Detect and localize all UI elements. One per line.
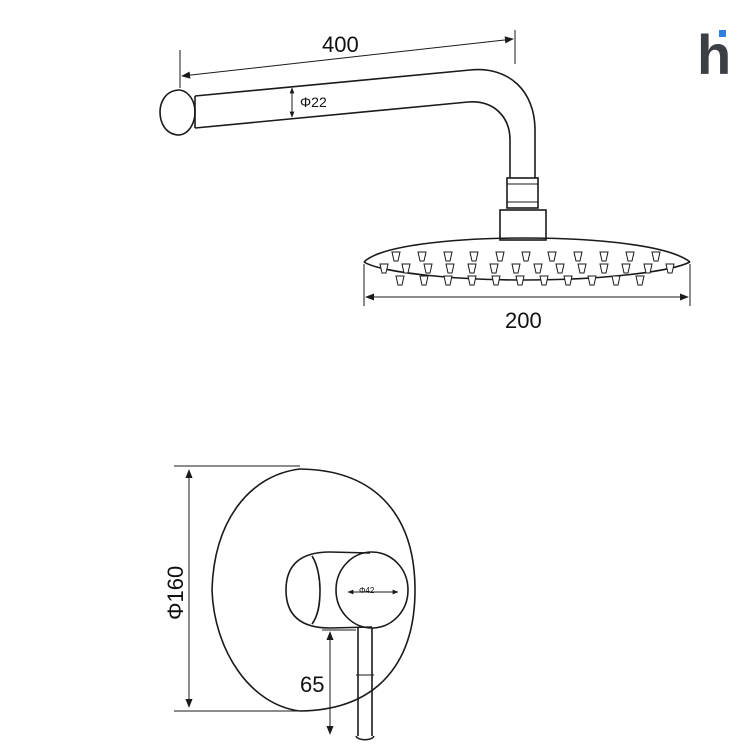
- nozzle: [379, 263, 389, 274]
- arm-diameter-dimension: Φ22: [289, 87, 327, 118]
- nozzle: [395, 275, 405, 286]
- arm-length-dimension: 400: [179, 30, 516, 88]
- head-width-label: 200: [505, 308, 542, 333]
- nozzle: [515, 275, 525, 286]
- nozzle: [635, 275, 645, 286]
- nozzle: [533, 263, 543, 274]
- plate-edge-right: [299, 468, 416, 712]
- nozzle: [665, 263, 675, 274]
- plate-diameter-dimension: Φ160: [163, 465, 300, 712]
- logo-letter: h: [697, 23, 731, 86]
- nozzle: [443, 251, 453, 262]
- nozzle: [467, 263, 477, 274]
- arm-bottom-edge: [194, 101, 511, 178]
- nozzle: [625, 251, 635, 262]
- nozzle: [555, 263, 565, 274]
- nozzle-array: [379, 251, 675, 286]
- arm-length-label: 400: [322, 32, 359, 57]
- plate-diameter-label: Φ160: [163, 566, 188, 620]
- nozzle: [643, 263, 653, 274]
- handle-body-outline: [285, 551, 331, 629]
- nozzle: [467, 275, 477, 286]
- nozzle: [521, 251, 531, 262]
- nozzle: [563, 275, 573, 286]
- nozzle: [573, 251, 583, 262]
- nozzle: [419, 275, 429, 286]
- plate-edge-left: [211, 468, 301, 712]
- nozzle: [391, 251, 401, 262]
- nozzle: [417, 251, 427, 262]
- nozzle: [469, 251, 479, 262]
- wall-flange-inner: [179, 89, 196, 136]
- head-top-edge: [363, 237, 691, 263]
- nozzle: [547, 251, 557, 262]
- nozzle: [423, 263, 433, 274]
- logo-accent-square: [719, 30, 726, 37]
- lever-length-dimension: 65: [300, 629, 356, 735]
- wall-flange-outer: [159, 89, 181, 136]
- rain-shower-head: [363, 237, 691, 286]
- wall-mixer: Φ42: [211, 468, 416, 741]
- nozzle: [621, 263, 631, 274]
- shower-arm: [159, 68, 547, 241]
- nozzle: [587, 275, 597, 286]
- nozzle: [611, 275, 621, 286]
- handle-diameter-label: Φ42: [359, 586, 375, 595]
- head-collar: [499, 209, 547, 241]
- nozzle: [491, 275, 501, 286]
- nozzle: [599, 263, 609, 274]
- nozzle: [443, 275, 453, 286]
- lever-length-label: 65: [300, 672, 324, 697]
- nozzle: [539, 275, 549, 286]
- head-bottom-edge: [363, 261, 691, 281]
- nozzle: [445, 263, 455, 274]
- brand-logo: h: [697, 23, 731, 86]
- nozzle: [651, 251, 661, 262]
- nozzle: [401, 263, 411, 274]
- arm-diameter-label: Φ22: [300, 94, 327, 110]
- nozzle: [577, 263, 587, 274]
- nozzle: [495, 251, 505, 262]
- nozzle: [599, 251, 609, 262]
- head-width-dimension: 200: [363, 264, 691, 333]
- nozzle: [511, 263, 521, 274]
- swivel-nut: [506, 177, 539, 209]
- nozzle: [489, 263, 499, 274]
- lever-tip: [355, 735, 375, 741]
